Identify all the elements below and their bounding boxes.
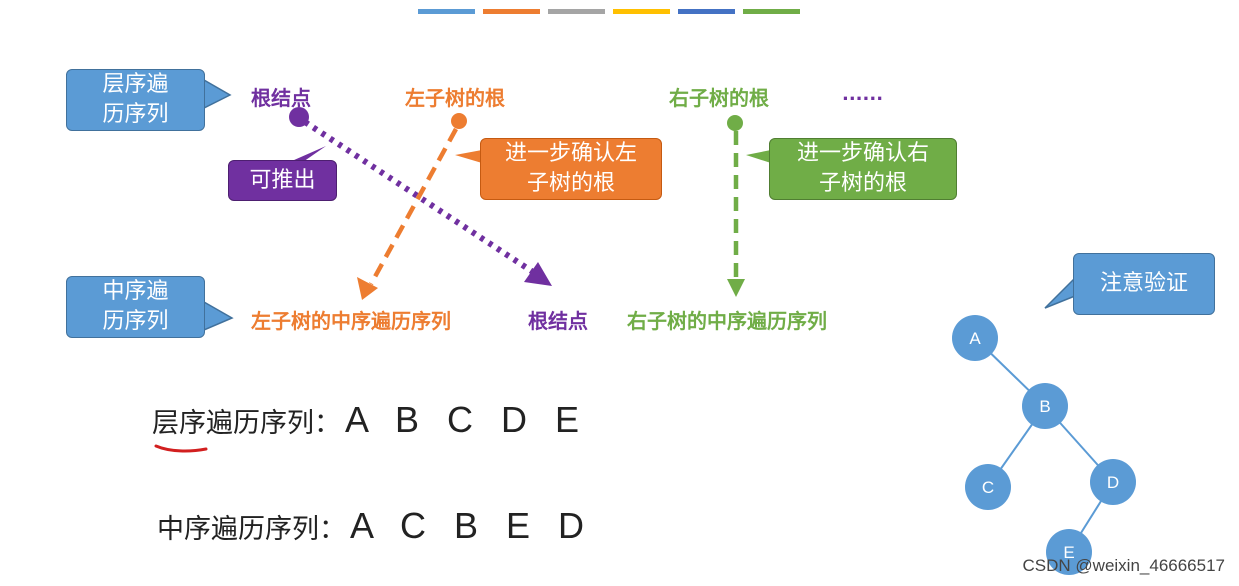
watermark: CSDN @weixin_46666517 (1022, 556, 1225, 575)
level-order-callout-line2: 历序列 (102, 102, 169, 127)
verify-callout-tail (1044, 276, 1076, 309)
svg-text:B: B (1039, 397, 1050, 416)
level-order-callout-tail (203, 78, 232, 110)
svg-text:E: E (1063, 543, 1074, 562)
tree-node-a: A (952, 315, 998, 361)
tree-node-e: E (1046, 529, 1092, 575)
in-order-callout: 中序遍 历序列 (66, 276, 205, 338)
root-bottom-label: 根结点 (528, 309, 588, 333)
svg-text:C: C (982, 478, 994, 497)
level-order-callout-line1: 层序遍 (102, 72, 169, 97)
left-root-arrow (357, 113, 467, 300)
in-order-sequence: 中序遍历序列：A C B E D (157, 505, 593, 547)
top-bar-segment (743, 9, 800, 14)
binary-tree: A B C D E (952, 315, 1136, 575)
confirm-left-callout: 进一步确认左 子树的根 (480, 138, 662, 200)
top-bar-segment (548, 9, 605, 14)
right-root-arrow (727, 115, 745, 297)
can-infer-callout: 可推出 (228, 160, 337, 201)
tree-node-b: B (1022, 383, 1068, 429)
right-root-label: 右子树的根 (669, 86, 769, 110)
right-inorder-label: 右子树的中序遍历序列 (627, 309, 827, 333)
top-bar-segment (678, 9, 735, 14)
confirm-right-callout: 进一步确认右 子树的根 (769, 138, 957, 200)
in-order-callout-tail (203, 300, 234, 332)
tree-node-d: D (1090, 459, 1136, 505)
confirm-left-callout-line2: 子树的根 (526, 171, 615, 196)
root-inference-arrow (289, 107, 552, 286)
verify-callout-text: 注意验证 (1099, 271, 1188, 296)
level-order-sequence-value: A B C D E (345, 399, 589, 440)
can-infer-callout-tail (285, 146, 326, 164)
confirm-left-callout-tail (455, 150, 482, 163)
svg-text:A: A (969, 329, 981, 348)
top-bar-segment (418, 9, 475, 14)
top-bar-segment (613, 9, 670, 14)
can-infer-callout-text: 可推出 (249, 167, 316, 193)
ellipsis-label: ...... (842, 84, 884, 105)
confirm-right-callout-line1: 进一步确认右 (796, 141, 929, 166)
confirm-left-callout-line1: 进一步确认左 (504, 141, 637, 166)
level-order-sequence: 层序遍历序列：A B C D E (152, 399, 588, 441)
in-order-sequence-value: A C B E D (350, 505, 594, 546)
top-color-bar (418, 9, 800, 14)
level-order-callout: 层序遍 历序列 (66, 69, 205, 131)
in-order-callout-line2: 历序列 (102, 309, 169, 334)
handwritten-underline (154, 444, 208, 453)
in-order-sequence-label: 中序遍历序列： (157, 514, 346, 545)
left-root-label: 左子树的根 (405, 86, 505, 110)
level-order-sequence-label: 层序遍历序列： (152, 408, 341, 439)
top-bar-segment (483, 9, 540, 14)
confirm-right-callout-line2: 子树的根 (818, 171, 907, 196)
in-order-callout-line1: 中序遍 (102, 279, 169, 304)
verify-callout: 注意验证 (1073, 253, 1215, 315)
root-top-label: 根结点 (251, 86, 311, 110)
svg-text:D: D (1107, 473, 1119, 492)
left-inorder-label: 左子树的中序遍历序列 (251, 309, 451, 333)
tree-node-c: C (965, 464, 1011, 510)
confirm-right-callout-tail (746, 150, 771, 163)
